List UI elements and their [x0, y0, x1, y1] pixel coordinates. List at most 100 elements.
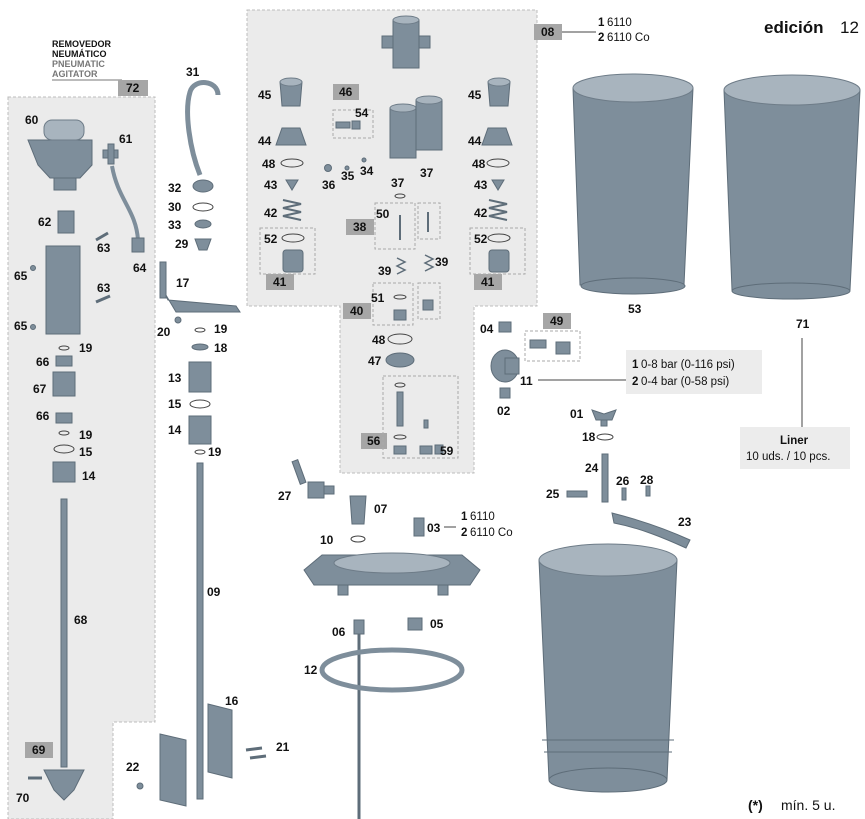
tag-49: 49	[543, 313, 571, 329]
part-46-assembly	[332, 109, 374, 139]
part-39-springs	[395, 254, 435, 275]
part-21-bolts	[245, 746, 267, 760]
part-18a-ring	[191, 343, 209, 351]
svg-text:17: 17	[176, 276, 190, 290]
svg-text:18: 18	[214, 341, 228, 355]
label-05: 05	[430, 617, 444, 631]
svg-text:16: 16	[225, 694, 239, 708]
svg-text:48: 48	[372, 333, 386, 347]
svg-text:52: 52	[474, 232, 488, 246]
tag-08: 08	[534, 24, 562, 40]
svg-text:19: 19	[79, 428, 93, 442]
part-08-manifold-mid	[389, 95, 443, 159]
edition-number: 12	[840, 18, 859, 37]
label-10: 10	[320, 533, 334, 547]
label-11: 11	[520, 374, 533, 388]
part-62-coupling	[57, 210, 75, 234]
tag-46: 46	[333, 84, 359, 100]
part-34	[361, 157, 367, 163]
svg-text:42: 42	[264, 206, 278, 220]
svg-text:43: 43	[474, 178, 488, 192]
part-56-assembly	[382, 375, 459, 459]
part-66b-nut	[55, 412, 73, 424]
part-61-fitting	[102, 143, 119, 165]
agitator-header: REMOVEDOR NEUMÁTICO PNEUMATIC AGITATOR	[52, 39, 122, 81]
part-19d-oring	[194, 449, 206, 455]
svg-text:30: 30	[168, 200, 182, 214]
label-03: 03	[427, 521, 441, 535]
part-27-valve	[291, 459, 335, 499]
part-66a-nut	[55, 355, 73, 367]
agitator-panel	[7, 96, 156, 819]
part-67-adapter	[52, 371, 76, 397]
svg-text:40: 40	[350, 304, 364, 318]
svg-text:64: 64	[133, 261, 147, 275]
tag-69: 69	[25, 742, 53, 758]
svg-text:45: 45	[468, 88, 482, 102]
svg-text:66: 66	[36, 409, 50, 423]
svg-text:68: 68	[74, 613, 88, 627]
label-18b: 18	[582, 430, 596, 444]
label-04: 04	[480, 322, 494, 336]
svg-text:34: 34	[360, 164, 374, 178]
svg-text:38: 38	[353, 220, 367, 234]
part-22-nut	[136, 782, 144, 790]
part-64-elbow	[131, 237, 145, 253]
label-23: 23	[678, 515, 692, 529]
svg-text:mín. 5 u.: mín. 5 u.	[781, 797, 835, 813]
part-06-fitting	[353, 619, 365, 635]
svg-text:48: 48	[262, 157, 276, 171]
svg-text:21: 21	[276, 740, 290, 754]
part-60-motor	[27, 119, 93, 191]
svg-text:08: 08	[541, 25, 555, 39]
part-71-liner	[723, 74, 861, 300]
label-12: 12	[304, 663, 318, 677]
part-14b-nut	[188, 415, 212, 445]
svg-text:46: 46	[339, 85, 353, 99]
svg-text:51: 51	[371, 291, 385, 305]
part-01-wingnut	[591, 409, 617, 427]
svg-text:6110 Co: 6110 Co	[607, 32, 650, 44]
tag-41-left: 41	[266, 274, 294, 290]
svg-text:37: 37	[420, 166, 434, 180]
pump-labels: 45 44 48 43 42 52 54 36 35 34 37 37 50 3…	[258, 88, 488, 458]
part-09-dip-tube	[196, 462, 204, 800]
part-65b-pin	[30, 324, 36, 330]
label-07: 07	[374, 502, 388, 516]
svg-text:67: 67	[33, 382, 47, 396]
svg-text:1: 1	[598, 17, 605, 29]
part-18b-ring	[596, 433, 614, 441]
svg-text:62: 62	[38, 215, 52, 229]
label-06: 06	[332, 625, 346, 639]
svg-text:1: 1	[632, 359, 639, 371]
part-20-screw	[174, 316, 182, 324]
svg-text:15: 15	[79, 445, 93, 459]
center-labels: 31 32 30 33 29 17 20 19 18 13 15 14 19 0…	[126, 65, 290, 774]
label-28: 28	[640, 473, 654, 487]
part-31-tube	[185, 80, 221, 176]
svg-text:REMOVEDOR: REMOVEDOR	[52, 39, 112, 49]
svg-text:NEUMÁTICO: NEUMÁTICO	[52, 49, 107, 59]
svg-text:39: 39	[378, 264, 392, 278]
svg-text:20: 20	[157, 325, 171, 339]
part-25-bolt	[566, 490, 588, 498]
svg-text:22: 22	[126, 760, 140, 774]
part-33-washer	[194, 219, 212, 229]
svg-text:31: 31	[186, 65, 200, 79]
agitator-labels: 60 61 62 63 63 64 65 65 66 66 67 19 19 1…	[14, 113, 147, 805]
part-48b-oring	[387, 333, 413, 345]
part-28	[645, 485, 651, 497]
part-19a-oring	[58, 345, 70, 351]
svg-text:PNEUMATIC: PNEUMATIC	[52, 59, 105, 69]
svg-text:60: 60	[25, 113, 39, 127]
part-lid	[303, 552, 481, 596]
svg-text:52: 52	[264, 232, 278, 246]
svg-text:14: 14	[82, 469, 96, 483]
footnote: (*) mín. 5 u.	[748, 797, 835, 813]
svg-text:50: 50	[376, 207, 390, 221]
svg-text:0-8 bar (0-116 psi): 0-8 bar (0-116 psi)	[641, 359, 735, 371]
part-30-washer	[192, 202, 214, 212]
label-53: 53	[628, 302, 642, 316]
part-32-nut	[192, 179, 214, 193]
